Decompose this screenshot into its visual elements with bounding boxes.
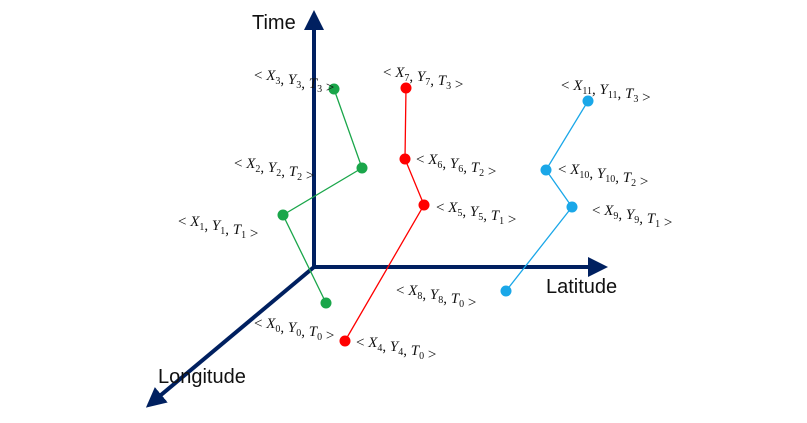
time-axis-label: Time (252, 12, 296, 34)
point-label: < X10, Y10, T2 > (558, 162, 648, 190)
trajectory-point (356, 162, 368, 174)
trajectory-point (582, 95, 594, 107)
point-label: < X0, Y0, T0 > (254, 316, 334, 344)
point-label: < X4, Y4, T0 > (356, 335, 436, 363)
trajectory-line (505, 100, 589, 292)
trajectory-point (418, 199, 430, 211)
latitude-axis-label: Latitude (546, 276, 617, 298)
point-label: < X6, Y6, T2 > (416, 152, 496, 180)
trajectory-point (339, 335, 351, 347)
axes (145, 10, 608, 408)
trajectory-point (328, 83, 340, 95)
trajectory-point (540, 164, 552, 176)
trajectory-point (320, 297, 332, 309)
trajectory-line (344, 87, 425, 342)
point-label: < X8, Y8, T0 > (396, 283, 476, 311)
point-label: < X9, Y9, T1 > (592, 203, 672, 231)
trajectory-point (500, 285, 512, 297)
trajectory-series-1: < X4, Y4, T0 > < X5, Y5, T1 > < X6, Y6, T2… (339, 65, 516, 363)
trajectories: < X0, Y0, T0 > < X1, Y1, T1 > < X2, Y2, T2… (178, 65, 672, 363)
trajectory-point (400, 82, 412, 94)
point-label: < X7, Y7, T3 > (383, 65, 463, 93)
trajectory-point (566, 201, 578, 213)
longitude-axis (145, 265, 316, 408)
point-label: < X1, Y1, T1 > (178, 214, 258, 242)
point-label: < X3, Y3, T3 > (254, 68, 334, 96)
point-label: < X11, Y11, T3 > (561, 78, 651, 106)
trajectory-series-0: < X0, Y0, T0 > < X1, Y1, T1 > < X2, Y2, T2… (178, 68, 368, 344)
trajectory-line (282, 88, 363, 304)
point-label: < X5, Y5, T1 > (436, 200, 516, 228)
point-label: < X2, Y2, T2 > (234, 156, 314, 184)
trajectory-point (399, 153, 411, 165)
longitude-axis-label: Longitude (158, 366, 246, 388)
trajectory-series-2: < X8, Y8, T0 > < X9, Y9, T1 > < X10, Y10, … (396, 78, 672, 311)
trajectory-point (277, 209, 289, 221)
